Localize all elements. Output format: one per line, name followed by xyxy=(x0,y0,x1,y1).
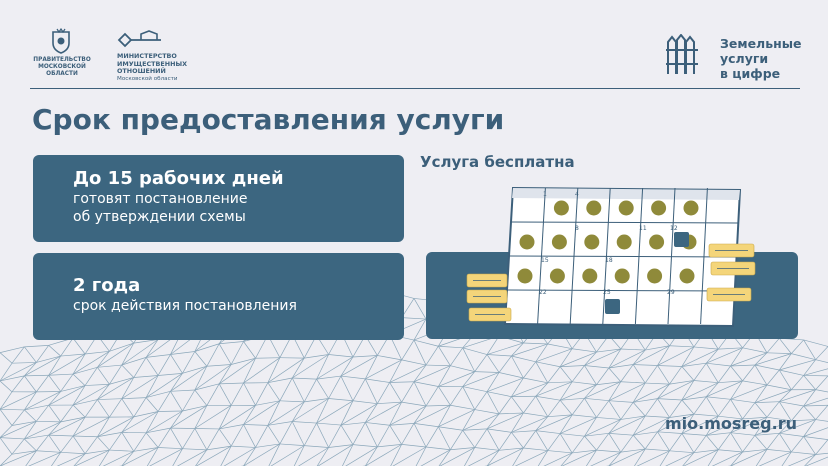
day-dot xyxy=(584,234,600,250)
validity-card: 2 года срок действия постановления xyxy=(33,253,404,340)
coat-of-arms-icon xyxy=(52,28,70,54)
validity-card-big: 2 года xyxy=(73,275,141,296)
brand-line: в цифре xyxy=(720,66,781,81)
key-house-icon xyxy=(117,30,161,48)
gov-logo-line: ПРАВИТЕЛЬСТВО xyxy=(33,57,91,63)
ministry-logo-line: ИМУЩЕСТВЕННЫХ xyxy=(117,59,188,68)
day-number: 12 xyxy=(670,225,678,232)
term-card-line: об утверждении схемы xyxy=(73,209,246,225)
gov-logo-line: МОСКОВСКОЙ xyxy=(38,64,86,70)
day-dot xyxy=(651,200,667,216)
day-number: 15 xyxy=(541,257,549,264)
day-dot xyxy=(586,200,602,216)
day-dot xyxy=(683,200,699,216)
day-number: 29 xyxy=(667,289,675,296)
gov-logo: ПРАВИТЕЛЬСТВО МОСКОВСКОЙ ОБЛАСТИ xyxy=(30,28,94,78)
header-divider xyxy=(30,88,800,89)
day-dot xyxy=(649,234,665,250)
free-service-label: Услуга бесплатна xyxy=(420,153,575,171)
day-dot xyxy=(618,200,634,216)
document-icon xyxy=(605,299,620,314)
calendar-row-line xyxy=(506,289,735,292)
day-dot xyxy=(549,268,565,284)
calendar-header xyxy=(512,188,740,200)
day-number: 25 xyxy=(603,289,611,296)
day-number: 1 xyxy=(543,191,547,198)
day-dot xyxy=(616,234,632,250)
fence-icon xyxy=(666,34,698,74)
ministry-logo: МИНИСТЕРСТВО ИМУЩЕСТВЕННЫХ ОТНОШЕНИЙ Мос… xyxy=(117,30,217,83)
day-number: 8 xyxy=(575,225,579,232)
ministry-logo-line: МИНИСТЕРСТВО xyxy=(117,52,177,60)
calendar-col-line xyxy=(667,187,676,325)
brand-title: Земельные услуги в цифре xyxy=(720,36,802,81)
day-number: 4 xyxy=(575,191,579,198)
validity-card-line: срок действия постановления xyxy=(73,298,297,314)
calendar-row-line xyxy=(510,221,739,224)
day-number: 18 xyxy=(605,257,613,264)
day-dot xyxy=(647,268,663,284)
day-dot xyxy=(553,200,569,216)
calendar-col-line xyxy=(634,187,644,325)
ministry-logo-sub: Московской области xyxy=(117,75,178,82)
document-icon xyxy=(674,232,689,247)
day-number: 11 xyxy=(639,225,647,232)
term-card-line: готовят постановление xyxy=(73,191,248,207)
day-dot xyxy=(551,234,567,250)
ministry-logo-line: ОТНОШЕНИЙ xyxy=(117,67,166,76)
day-dot xyxy=(519,234,535,250)
page-title: Срок предоставления услуги xyxy=(32,103,505,136)
day-dot xyxy=(517,268,533,284)
gov-logo-line: ОБЛАСТИ xyxy=(46,71,78,77)
day-dot xyxy=(582,268,598,284)
term-card-big: До 15 рабочих дней xyxy=(73,168,284,189)
day-number: 22 xyxy=(539,289,547,296)
brand-line: услуги xyxy=(720,51,769,66)
day-dot xyxy=(614,268,630,284)
term-card: До 15 рабочих дней готовят постановление… xyxy=(33,155,404,242)
site-url: mio.mosreg.ru xyxy=(665,414,797,433)
calendar-row-line xyxy=(508,255,737,258)
brand-line: Земельные xyxy=(720,36,802,51)
calendar-illustration: 1 4 8 11 12 15 18 22 25 29 xyxy=(466,186,756,328)
day-dot xyxy=(679,268,695,284)
calendar-col-line xyxy=(700,187,708,325)
